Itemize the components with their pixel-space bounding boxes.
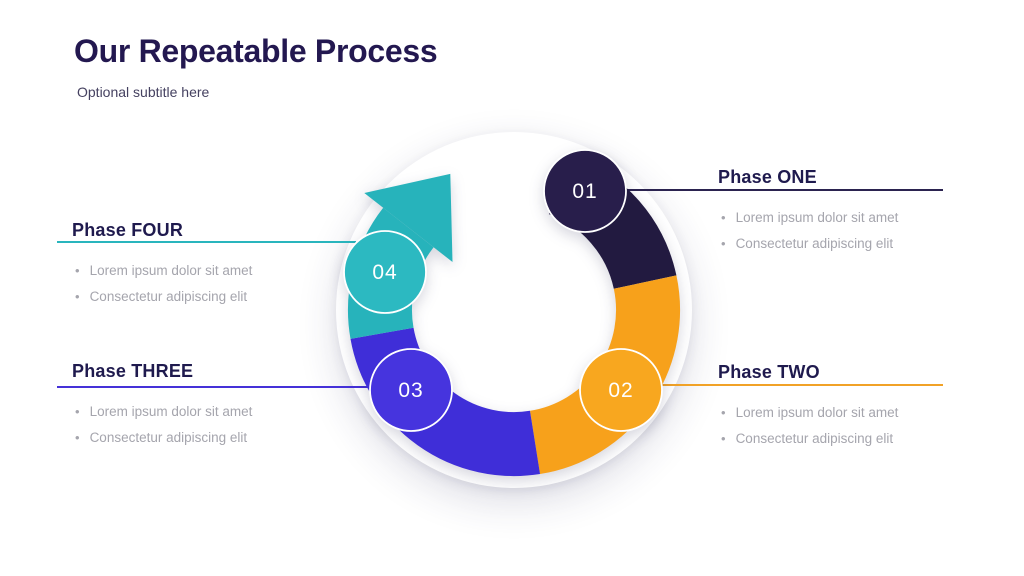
phase-four-bullets: • Lorem ipsum dolor sit amet • Consectet… [72,258,312,310]
badge-circle-04 [343,230,427,314]
phase-two-callout: Phase TWO • Lorem ipsum dolor sit amet •… [718,361,958,452]
cycle-arrow-icon [364,173,453,262]
phase-four-connector-line [57,241,356,243]
badge-circle-03 [369,348,453,432]
badge-phase-three: 03 [369,348,453,432]
page-subtitle: Optional subtitle here [77,84,210,100]
bullet-text: Consectetur adipiscing elit [89,430,248,445]
bullet-marker: • [721,210,726,225]
badge-number-02: 02 [608,379,633,402]
phase-two-bullets: • Lorem ipsum dolor sit amet • Consectet… [718,400,958,452]
phase-two-title: Phase TWO [718,362,820,382]
phase-four-callout: Phase FOUR • Lorem ipsum dolor sit amet … [72,219,312,310]
badge-phase-one: 01 [543,149,627,233]
phase-one-title: Phase ONE [718,167,817,187]
bullet-marker: • [75,289,80,304]
page-title: Our Repeatable Process [74,33,438,69]
phase-one-bullets: • Lorem ipsum dolor sit amet • Consectet… [718,205,958,257]
phase-three-bullets: • Lorem ipsum dolor sit amet • Consectet… [72,399,312,451]
phase-one-connector-line [625,189,943,191]
badge-circle-02 [579,348,663,432]
badge-phase-two: 02 [579,348,663,432]
bullet-item: • Lorem ipsum dolor sit amet [72,258,312,284]
badge-number-01: 01 [572,180,597,203]
badge-circle-01 [543,149,627,233]
bullet-text: Lorem ipsum dolor sit amet [89,404,253,419]
bullet-marker: • [75,430,80,445]
phase-three-title: Phase THREE [72,361,194,381]
bullet-marker: • [75,263,80,278]
bullet-item: • Lorem ipsum dolor sit amet [718,400,958,426]
bullet-text: Lorem ipsum dolor sit amet [89,263,253,278]
phase-one-callout: Phase ONE • Lorem ipsum dolor sit amet •… [718,166,958,257]
bullet-marker: • [75,404,80,419]
bullet-item: • Consectetur adipiscing elit [72,425,312,451]
phase-four-title: Phase FOUR [72,220,184,240]
phase-three-callout: Phase THREE • Lorem ipsum dolor sit amet… [72,360,312,451]
bullet-item: • Consectetur adipiscing elit [72,284,312,310]
bullet-item: • Consectetur adipiscing elit [718,231,958,257]
bullet-marker: • [721,405,726,420]
phase-two-connector-line [660,384,943,386]
bullet-item: • Lorem ipsum dolor sit amet [72,399,312,425]
badge-number-04: 04 [372,261,397,284]
bullet-item: • Lorem ipsum dolor sit amet [718,205,958,231]
bullet-item: • Consectetur adipiscing elit [718,426,958,452]
bullet-text: Lorem ipsum dolor sit amet [735,405,899,420]
bullet-marker: • [721,236,726,251]
bullet-text: Lorem ipsum dolor sit amet [735,210,899,225]
phase-three-connector-line [57,386,371,388]
bullet-marker: • [721,431,726,446]
bullet-text: Consectetur adipiscing elit [735,431,894,446]
badge-number-03: 03 [398,379,423,402]
badge-phase-four: 04 [343,230,427,314]
bullet-text: Consectetur adipiscing elit [735,236,894,251]
bullet-text: Consectetur adipiscing elit [89,289,248,304]
